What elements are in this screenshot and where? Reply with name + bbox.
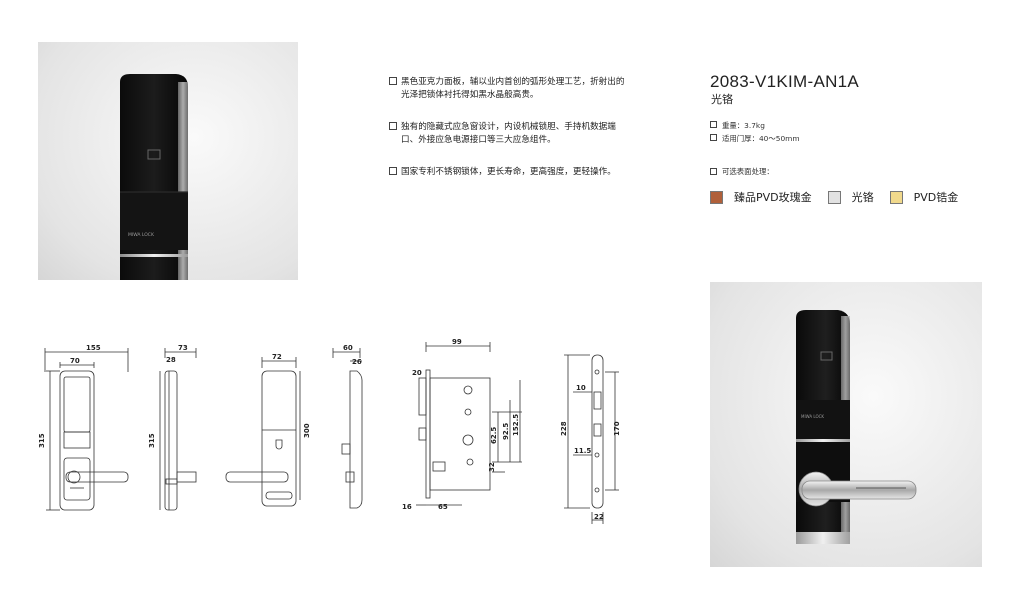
dim-mortise-width: 99 <box>452 338 462 346</box>
drawing-front-side <box>159 348 197 511</box>
lock-closeup-illustration: MIWA LOCK <box>120 74 188 280</box>
dim-front-inner-width: 70 <box>70 357 80 365</box>
dim-back-width: 72 <box>272 353 282 361</box>
panel-brand-text: MIWA LOCK <box>801 414 824 419</box>
swatch-chip <box>827 190 841 204</box>
dim-mortise-d2: 92.5 <box>502 423 510 440</box>
dim-mortise-backset: 65 <box>438 503 448 511</box>
feature-item: 国家专利不锈钢锁体，更长寿命，更高强度，更轻操作。 <box>389 166 629 179</box>
dim-faceplate-10: 10 <box>576 384 586 392</box>
swatch-label: 光铬 <box>851 191 874 204</box>
product-photo-closeup: MIWA LOCK <box>38 42 298 280</box>
feature-list: 黑色亚克力面板，辅以业内首创的弧形处理工艺，折射出的光泽把锁体衬托得如黑水晶般高… <box>389 76 629 199</box>
feature-item: 黑色亚克力面板，辅以业内首创的弧形处理工艺，折射出的光泽把锁体衬托得如黑水晶般高… <box>389 76 629 101</box>
drawing-back-side <box>332 348 363 509</box>
surface-options-text: 可选表面处理： <box>722 167 774 176</box>
dim-faceplate-span: 170 <box>613 421 621 436</box>
dim-front-width: 155 <box>86 344 101 352</box>
dim-side-depth: 73 <box>178 344 188 352</box>
product-finish: 光铬 <box>711 93 733 106</box>
dim-front-height: 315 <box>38 433 46 448</box>
spec-door-thickness: 适用门厚：40～50mm <box>722 134 800 143</box>
drawing-front-panel <box>44 348 129 511</box>
drawing-mortise <box>416 342 522 506</box>
checkbox-icon <box>389 167 397 175</box>
surface-options-label: 可选表面处理： <box>710 166 774 177</box>
feature-item: 独有的隐藏式应急窗设计，内设机械锁胆、手持机数据端口、外接应急电源接口等三大应急… <box>389 121 629 146</box>
checkbox-icon <box>389 77 397 85</box>
dim-mortise-d1: 62.5 <box>490 427 498 444</box>
checkbox-icon <box>389 122 397 130</box>
drawing-back-panel <box>225 357 301 507</box>
dim-faceplate-11: 11.5 <box>574 447 591 455</box>
checkbox-icon <box>710 168 717 175</box>
swatch-label: PVD锆金 <box>913 191 959 204</box>
dim-mortise-d3: 152.5 <box>512 414 520 436</box>
swatch-chrome: 光铬 <box>827 189 874 205</box>
dim-back-depth: 60 <box>343 344 353 352</box>
spec-item: 重量：3.7kg <box>710 119 800 132</box>
panel-brand-text: MIWA LOCK <box>128 232 155 238</box>
checkbox-icon <box>710 134 717 141</box>
dim-faceplate-width: 22 <box>594 513 604 521</box>
swatch-chip <box>710 190 723 204</box>
dim-faceplate-height: 228 <box>560 421 568 436</box>
spec-list: 重量：3.7kg 适用门厚：40～50mm <box>710 119 800 145</box>
dim-side-height: 315 <box>148 433 156 448</box>
swatch-chip <box>889 190 903 204</box>
feature-text: 独有的隐藏式应急窗设计，内设机械锁胆、手持机数据端口、外接应急电源接口等三大应急… <box>401 122 616 145</box>
feature-text: 黑色亚克力面板，辅以业内首创的弧形处理工艺，折射出的光泽把锁体衬托得如黑水晶般高… <box>401 77 625 100</box>
dim-side-thickness: 28 <box>166 356 176 364</box>
swatch-zirconium-gold: PVD锆金 <box>889 189 959 205</box>
dim-mortise-top: 20 <box>412 369 422 377</box>
checkbox-icon <box>710 121 717 128</box>
dim-back-thickness: 26 <box>352 358 362 366</box>
product-model: 2083-V1KIM-AN1A <box>710 72 860 91</box>
dim-back-height: 300 <box>303 423 311 438</box>
lock-full-illustration: MIWA LOCK <box>796 310 917 544</box>
dim-mortise-left: 16 <box>402 503 412 511</box>
feature-text: 国家专利不锈钢锁体，更长寿命，更高强度，更轻操作。 <box>401 167 616 177</box>
finish-swatches: 臻品PVD玫瑰金 光铬 PVD锆金 <box>710 189 974 205</box>
spec-weight: 重量：3.7kg <box>722 121 765 130</box>
drawing-faceplate <box>564 354 619 524</box>
swatch-rose-gold: 臻品PVD玫瑰金 <box>710 189 812 205</box>
swatch-label: 臻品PVD玫瑰金 <box>734 191 812 204</box>
dim-mortise-bottom: 32 <box>488 462 496 472</box>
product-photo-full: MIWA LOCK <box>710 282 982 567</box>
spec-item: 适用门厚：40～50mm <box>710 132 800 145</box>
